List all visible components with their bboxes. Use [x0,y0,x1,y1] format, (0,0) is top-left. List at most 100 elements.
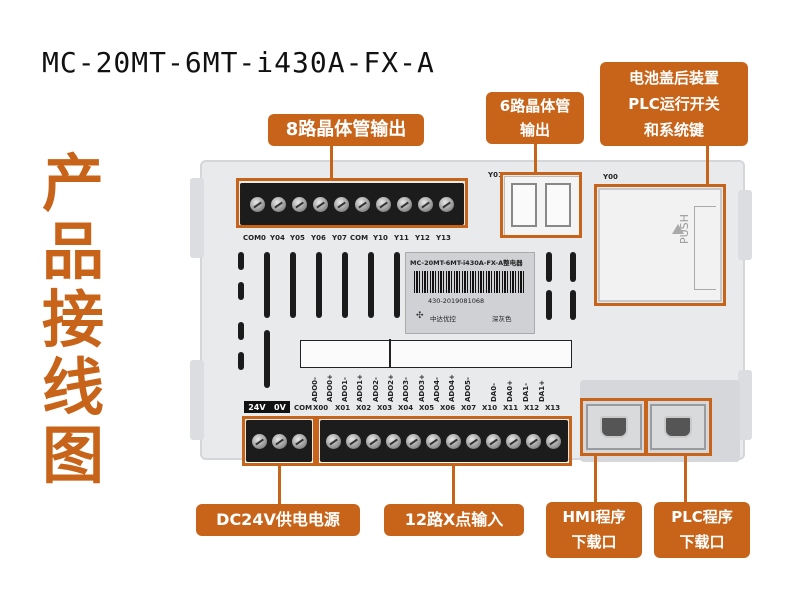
analog-pin-label: ADO1- [341,377,349,402]
callout-line [594,456,597,502]
pin-label: X01 [335,404,351,412]
pin-label: COM [350,234,369,242]
pin-label: Y11 [394,234,409,242]
analog-pin-label: ADO4- [433,377,441,402]
screw-icon [397,197,412,212]
pin-label: X05 [419,404,435,412]
side-title-char: 产 [41,147,104,220]
voltage-24v: 24V [248,402,266,412]
callout-hmi-line1: HMI程序 [562,508,626,526]
callout-line [684,456,687,502]
vent-slot [238,252,244,270]
inputs-highlight [316,416,572,466]
pin-label: Y12 [415,234,430,242]
pin-label: X00 [313,404,329,412]
screw-icon [355,197,370,212]
analog-pin-label: ADO1+ [356,374,364,402]
output-8-highlight [236,178,468,228]
callout-power: DC24V供电电源 [196,504,360,536]
callout-battery-line2: PLC运行开关 [628,95,720,113]
pin-label: COM [294,404,313,412]
screw-icon [271,197,286,212]
analog-pin-label: ADO5- [464,377,472,402]
callout-plc: PLC程序 下载口 [654,502,750,558]
label-serial: 430-2019081068 [428,297,485,305]
screw-icon [406,434,421,449]
callout-battery: 电池盖后装置 PLC运行开关 和系统键 [600,62,748,146]
side-title-char: 图 [41,419,104,492]
voltage-label: 24V 0V [244,401,290,413]
vent-slot [238,352,244,370]
screw-icon [334,197,349,212]
vent-slot [570,252,576,282]
screw-icon [426,434,441,449]
pin-label: X02 [356,404,372,412]
analog-pin-label: DA1- [522,382,530,402]
screw-icon [466,434,481,449]
vent-slot [342,252,348,318]
pin-label: Y04 [270,234,285,242]
screw-icon [250,197,265,212]
analog-pin-label: DA1+ [538,380,546,402]
pin-label: Y13 [436,234,451,242]
battery-cover[interactable]: PUSH [598,188,722,302]
screw-icon [313,197,328,212]
vent-slot [264,330,270,388]
vent-slot [368,252,374,318]
callout-line [278,466,281,504]
arrow-up-icon [672,224,684,234]
pin-label: X06 [440,404,456,412]
screw-icon [439,197,454,212]
vent-slot [316,252,322,318]
screw-icon [446,434,461,449]
input-terminal-block [320,420,568,462]
side-title-char: 品 [41,215,104,288]
output-terminal-block [240,183,464,225]
divider [389,339,391,367]
y00-label: Y00 [603,173,618,181]
analog-pin-label: DA0+ [506,380,514,402]
callout-6-line2: 输出 [519,121,550,139]
vent-slot [290,252,296,318]
pin-label: Y05 [290,234,305,242]
screw-icon [386,434,401,449]
pin-label: X11 [503,404,519,412]
usb-b-icon [664,416,692,438]
analog-terminal-window [300,339,572,368]
usb-b-icon [600,416,628,438]
screw-icon [326,434,341,449]
pin-label: Y06 [311,234,326,242]
y01-label: Y01 [488,171,503,179]
callout-8-outputs: 8路晶体管输出 [268,114,424,146]
callout-plc-line1: PLC程序 [671,508,733,526]
analog-pin-label: ADO3+ [418,374,426,402]
pin-label: X13 [545,404,561,412]
callout-hmi-line2: 下载口 [571,533,617,551]
hmi-usb-port[interactable] [586,404,642,450]
push-slot [694,206,716,290]
mount-tab [738,370,752,440]
hmi-port-highlight [580,398,648,456]
plc-usb-port[interactable] [650,404,706,450]
power-highlight [242,416,316,466]
side-title: 产 品 接 线 图 [34,150,112,490]
label-model: MC-20MT-6MT-i430A-FX-A整电器 [410,259,523,267]
analog-pin-label: ADO4+ [448,374,456,402]
vent-slot [238,282,244,300]
callout-hmi: HMI程序 下载口 [546,502,642,558]
power-terminal-block [246,420,312,462]
callout-inputs: 12路X点输入 [384,504,524,536]
analog-pin-label: ADO3- [402,377,410,402]
connector-socket [511,183,537,227]
side-title-char: 接 [41,283,104,356]
screw-icon [546,434,561,449]
label-color: 深灰色 [492,315,512,323]
vent-slot [394,252,400,318]
callout-line [330,146,333,178]
analog-pin-label: DA0- [490,382,498,402]
callout-6-line1: 6路晶体管 [499,97,571,115]
pin-label: Y10 [373,234,388,242]
callout-line [534,144,537,172]
vent-slot [238,322,244,340]
pin-label: X10 [482,404,498,412]
